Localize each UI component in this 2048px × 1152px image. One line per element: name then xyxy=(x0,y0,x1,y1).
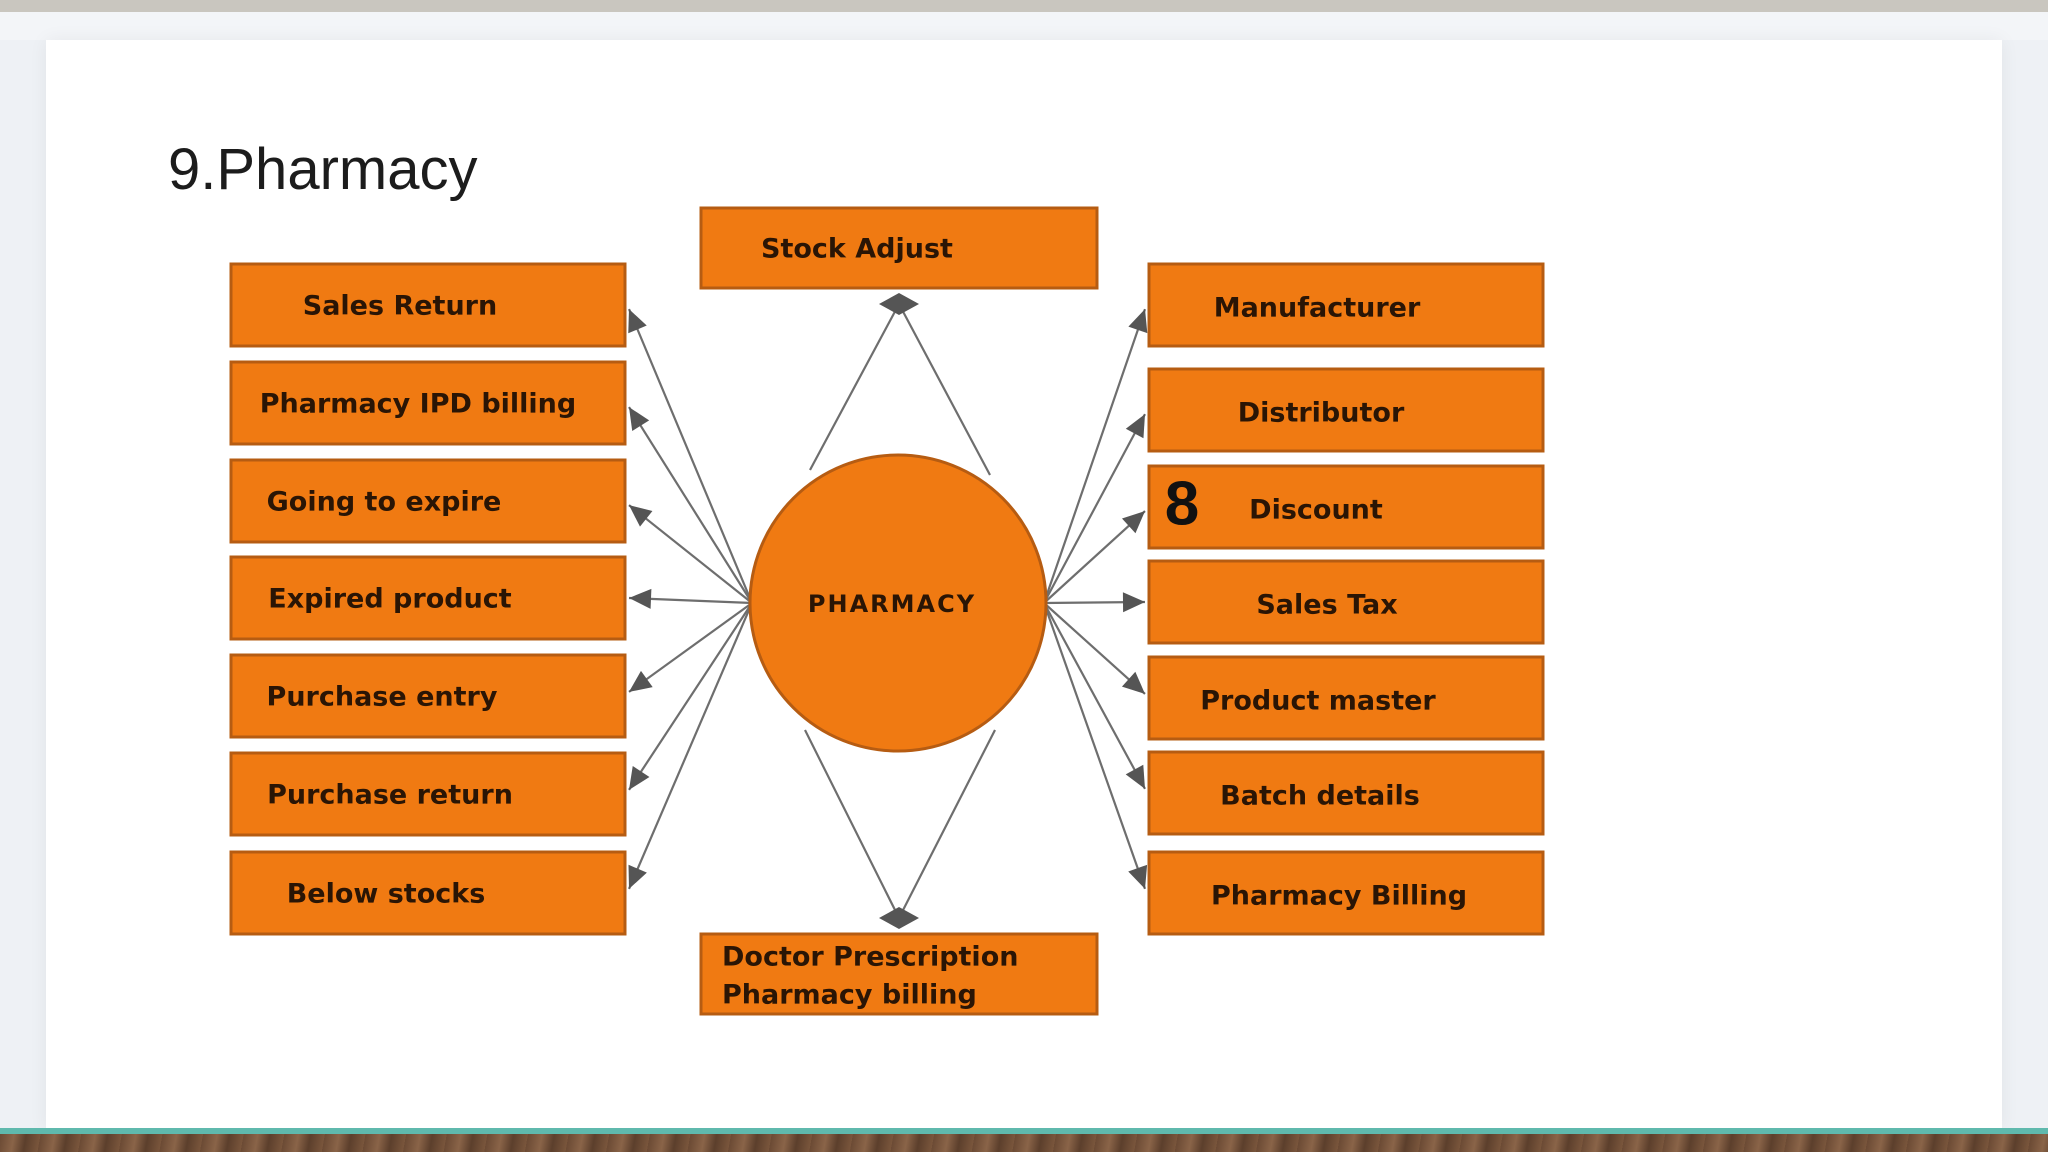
connector-left-3-arrowhead xyxy=(629,588,652,609)
right-node-label-0: Manufacturer xyxy=(1214,293,1421,324)
right-node-label-3: Sales Tax xyxy=(1256,590,1397,621)
connector-top-right xyxy=(898,303,991,476)
left-node-2 xyxy=(229,458,627,544)
slide-title: 9.Pharmacy xyxy=(168,137,478,202)
right-node-4 xyxy=(1147,655,1545,741)
left-node-label-1: Pharmacy IPD billing xyxy=(260,389,576,420)
left-node-6 xyxy=(229,850,627,936)
connector-right-2 xyxy=(1043,510,1146,604)
hub-label: PHARMACY xyxy=(808,590,976,618)
top-node xyxy=(699,206,1099,290)
connector-right-5 xyxy=(1043,602,1146,790)
connector-right-5-arrowhead xyxy=(1125,764,1145,789)
connector-bottom-right xyxy=(898,729,996,919)
connector-right-0 xyxy=(1042,308,1147,604)
connector-right-1 xyxy=(1043,413,1146,604)
right-node-3 xyxy=(1147,559,1545,645)
right-node-label-2: Discount xyxy=(1249,495,1383,526)
bottom-node xyxy=(699,932,1099,1016)
bottom-node-label-line1: Doctor Prescription xyxy=(722,942,1018,973)
connector-right-2-arrowhead xyxy=(1121,511,1145,534)
right-node-1 xyxy=(1147,367,1545,453)
background-floor xyxy=(0,1134,2048,1152)
connector-right-0-arrowhead xyxy=(1128,309,1148,334)
connector-right-6 xyxy=(1042,602,1147,890)
left-node-4 xyxy=(229,653,627,739)
connector-left-2 xyxy=(628,504,753,604)
connector-left-0 xyxy=(627,308,754,604)
left-node-3 xyxy=(229,555,627,641)
window-top-strip xyxy=(0,12,2048,40)
left-node-0 xyxy=(229,262,627,348)
left-node-label-5: Purchase return xyxy=(267,780,513,811)
right-node-label-4: Product master xyxy=(1200,686,1436,717)
connector-bottom-diamond xyxy=(879,907,919,929)
connector-bottom-left xyxy=(804,729,900,919)
connector-left-1 xyxy=(628,406,753,604)
right-node-label-6: Pharmacy Billing xyxy=(1211,881,1467,912)
connector-left-5 xyxy=(628,602,753,791)
right-node-label-5: Batch details xyxy=(1220,781,1420,812)
window-top-bar xyxy=(0,0,2048,12)
connector-right-4 xyxy=(1043,602,1146,695)
connector-left-1-arrowhead xyxy=(629,407,650,432)
right-node-0 xyxy=(1147,262,1545,348)
left-node-1 xyxy=(229,360,627,446)
connector-left-4-arrowhead xyxy=(629,670,653,692)
left-node-label-4: Purchase entry xyxy=(267,682,498,713)
diagram-connectors xyxy=(627,293,1148,929)
bottom-node-label-line2: Pharmacy billing xyxy=(722,980,977,1011)
hub-circle xyxy=(748,453,1048,753)
connector-top-diamond xyxy=(879,293,919,315)
left-node-5 xyxy=(229,751,627,837)
left-node-label-2: Going to expire xyxy=(267,487,502,518)
connector-left-5-arrowhead xyxy=(629,766,650,790)
connector-left-0-arrowhead xyxy=(628,309,647,334)
connector-right-6-arrowhead xyxy=(1128,864,1148,889)
right-node-5 xyxy=(1147,750,1545,836)
discount-badge-number: 8 xyxy=(1165,469,1199,538)
right-node-6 xyxy=(1147,850,1545,936)
connector-left-4 xyxy=(628,602,753,693)
left-node-label-6: Below stocks xyxy=(287,879,486,910)
left-node-label-0: Sales Return xyxy=(303,291,497,322)
connector-left-6-arrowhead xyxy=(628,864,647,889)
connector-left-6 xyxy=(627,602,754,890)
right-node-label-1: Distributor xyxy=(1238,398,1405,429)
connector-right-1-arrowhead xyxy=(1125,414,1145,439)
right-node-2 xyxy=(1147,464,1545,550)
top-node-label: Stock Adjust xyxy=(761,234,953,265)
connector-left-2-arrowhead xyxy=(629,505,653,527)
connector-top-left xyxy=(809,303,900,471)
connector-right-4-arrowhead xyxy=(1121,671,1145,694)
slide-bottom-accent xyxy=(0,1128,2048,1134)
connector-right-3-arrowhead xyxy=(1122,592,1145,613)
left-node-label-3: Expired product xyxy=(268,584,512,615)
